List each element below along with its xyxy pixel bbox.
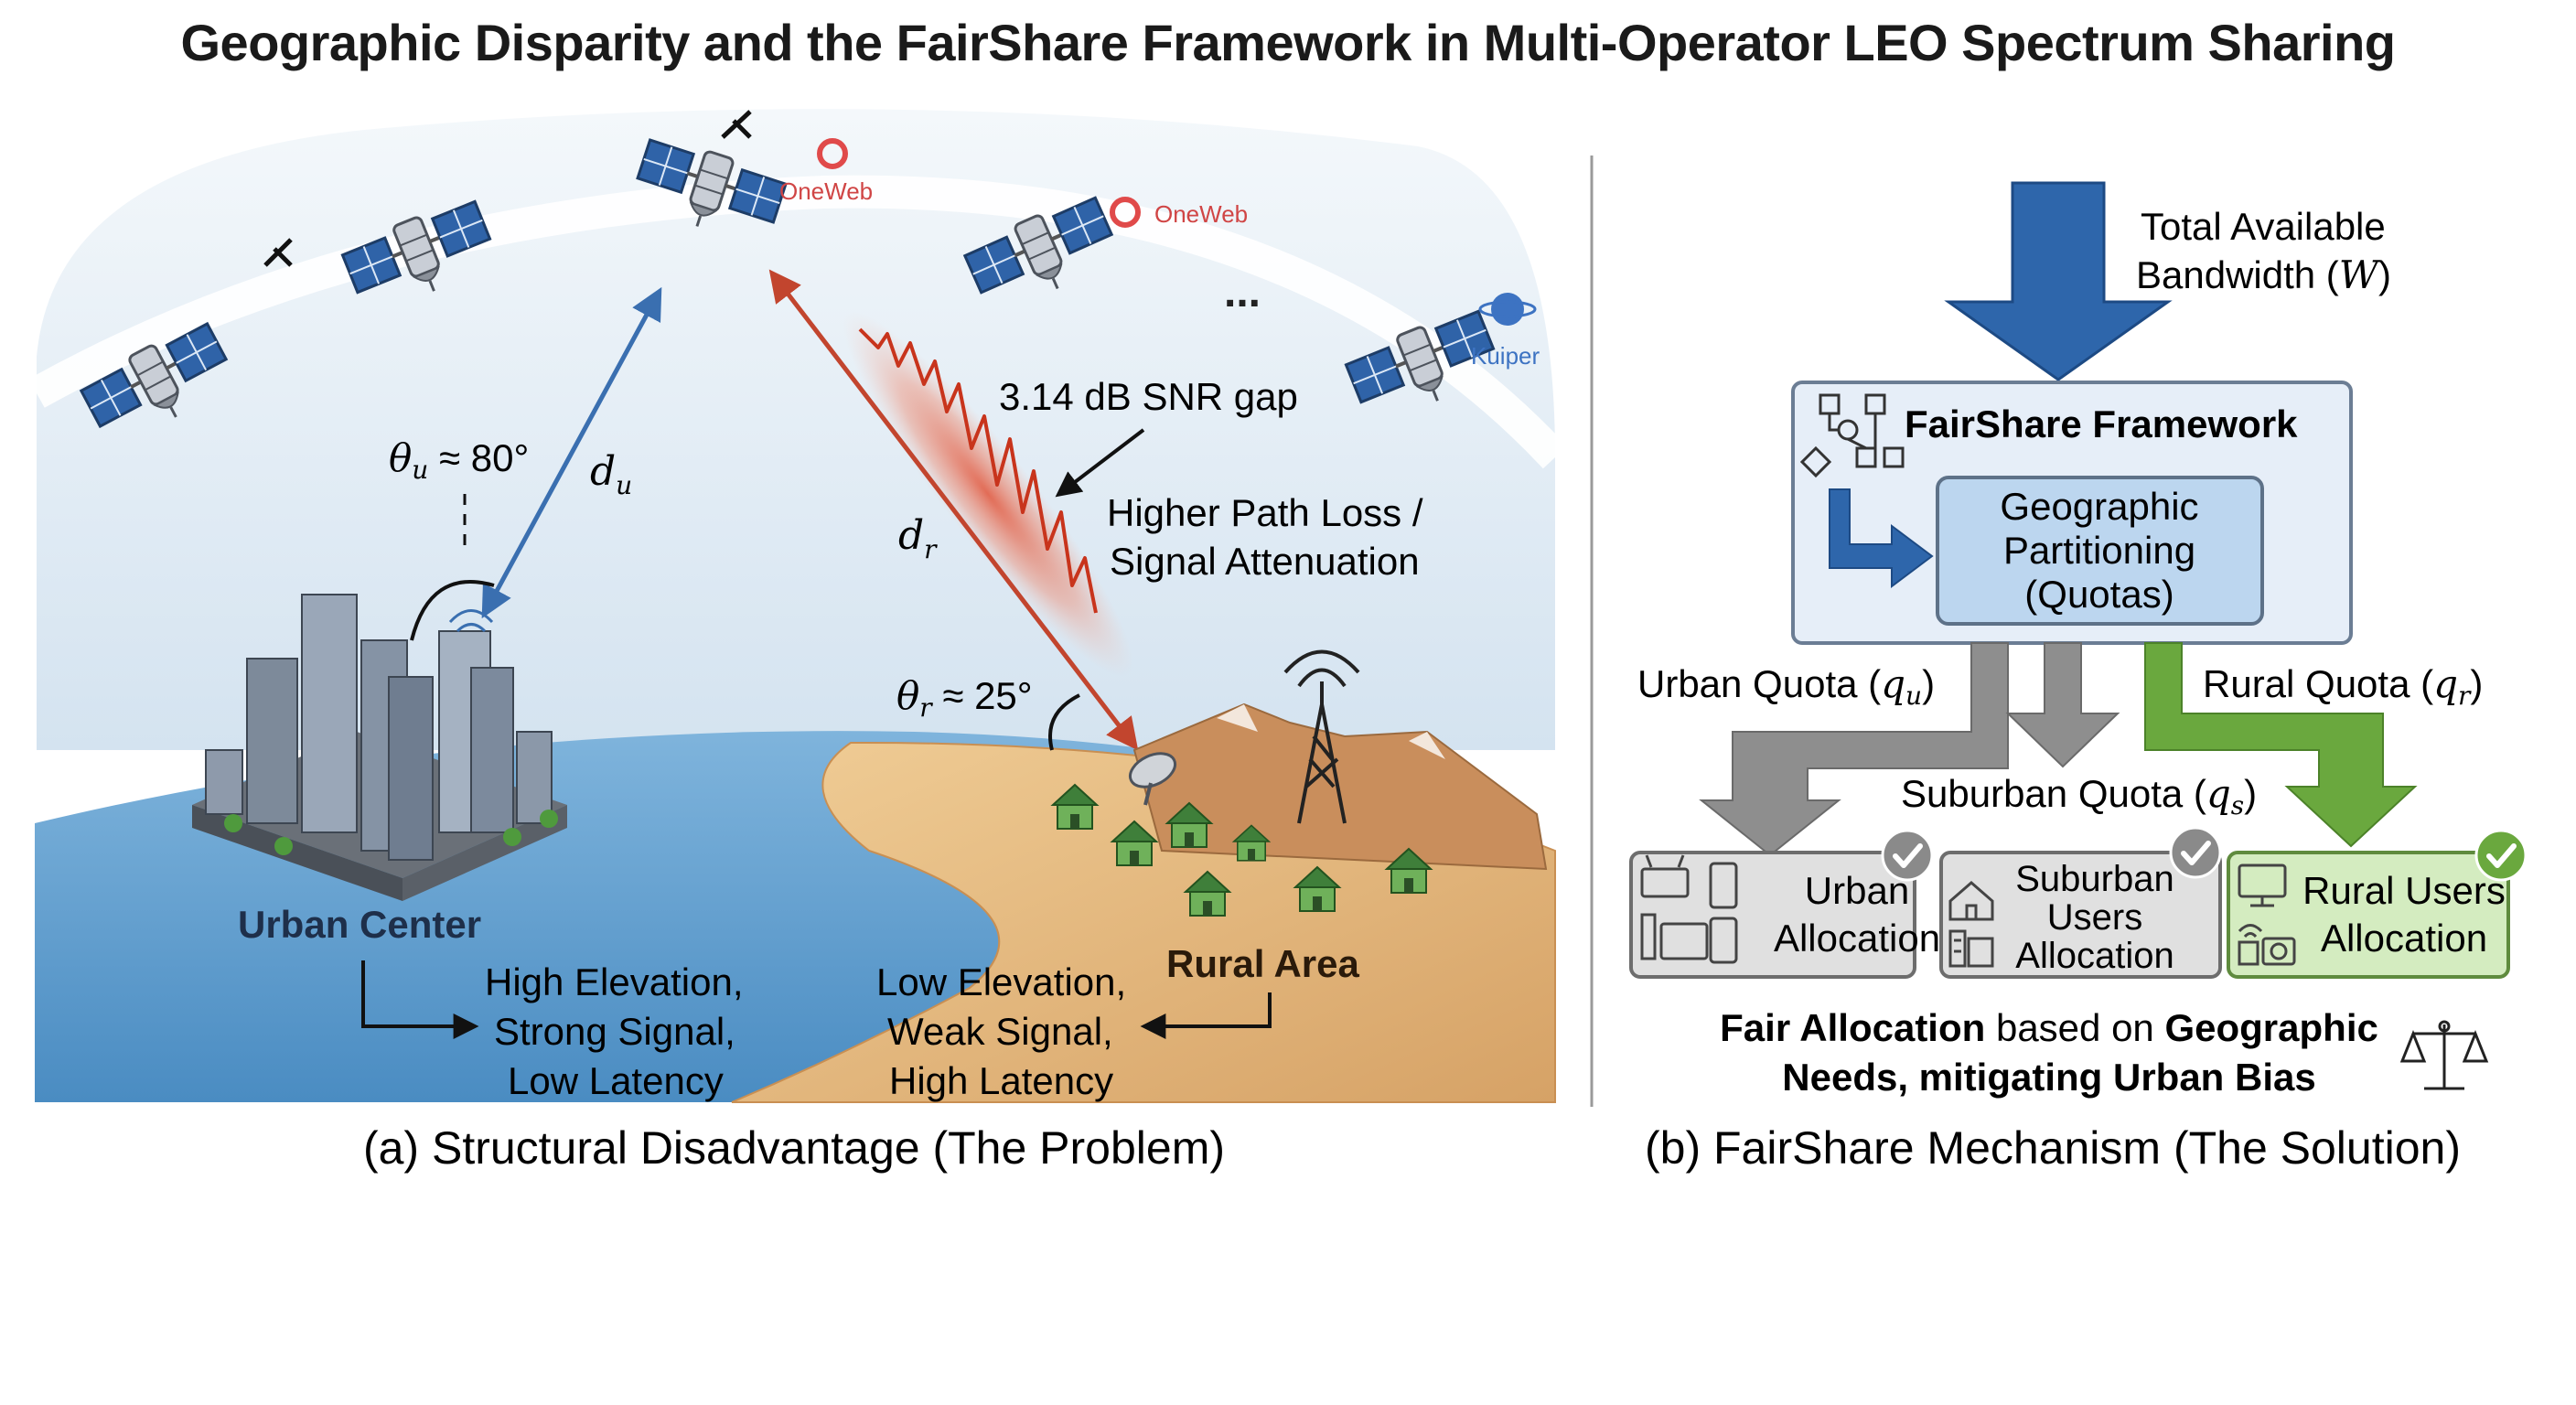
urban-trait-3: Low Latency xyxy=(508,1059,724,1102)
rural-traits-pointer xyxy=(1140,992,1272,1039)
suburban-buildings-icon xyxy=(1948,881,1994,968)
orbit-arc xyxy=(28,175,1568,469)
partition-line-3: (Quotas) xyxy=(2024,573,2174,616)
suburban-quota-arrow xyxy=(2005,642,2120,768)
urban-trait-1: High Elevation, xyxy=(485,960,744,1003)
urban-allocation-line-2: Allocation xyxy=(1774,917,1940,960)
urban-distance-label: du xyxy=(590,448,632,500)
oneweb-label: OneWeb xyxy=(779,177,873,205)
satellite-dish-icon xyxy=(1128,752,1177,806)
urban-traits-pointer xyxy=(361,960,479,1039)
mountain-icon xyxy=(1132,702,1548,871)
check-icon xyxy=(2474,829,2528,882)
panel-b-caption: (b) FairShare Mechanism (The Solution) xyxy=(1645,1122,2461,1174)
starlink-logo-icon xyxy=(263,110,752,267)
suburban-allocation-line-3: Allocation xyxy=(2015,936,2174,976)
rural-trait-3: High Latency xyxy=(889,1059,1113,1102)
urban-quota-arrow xyxy=(1699,642,2009,857)
framework-to-partition-arrow xyxy=(1829,488,1934,588)
snr-gap-pointer xyxy=(1055,428,1145,498)
snr-gap-label: 3.14 dB SNR gap xyxy=(999,375,1298,418)
suburban-allocation-box xyxy=(1939,851,2222,979)
path-loss-label-2: Signal Attenuation xyxy=(1110,540,1420,583)
rural-allocation-line-2: Allocation xyxy=(2321,917,2487,960)
rural-link-arrow xyxy=(768,269,1139,751)
bandwidth-arrow xyxy=(1944,181,2173,381)
path-loss-label-1: Higher Path Loss / xyxy=(1107,491,1423,534)
rural-angle-arc xyxy=(1048,693,1080,751)
bandwidth-label-1: Total Available xyxy=(2141,205,2386,248)
balance-scale-icon xyxy=(2399,1020,2489,1090)
rural-devices-icon xyxy=(2238,863,2296,966)
check-icon xyxy=(1883,831,1932,880)
devices-icon xyxy=(1640,854,1738,964)
urban-angle-arc xyxy=(410,580,495,641)
suburban-allocation-line-1: Suburban xyxy=(2015,859,2174,899)
rural-quota-label: Rural Quota (qr) xyxy=(2203,661,2483,711)
urban-center-label: Urban Center xyxy=(238,903,481,946)
urban-quota-label: Urban Quota (qu) xyxy=(1637,661,1935,711)
fairshare-framework-title: FairShare Framework xyxy=(1905,402,2298,445)
urban-angle-label: θu ≈ 80° xyxy=(389,435,529,485)
rural-trait-2: Weak Signal, xyxy=(887,1010,1113,1053)
partition-line-2: Partitioning xyxy=(2003,529,2195,572)
rural-trait-1: Low Elevation, xyxy=(876,960,1126,1003)
fair-allocation-line-1: Fair Allocation based on Geographic xyxy=(1720,1006,2378,1049)
rural-angle-label: θr ≈ 25° xyxy=(896,673,1033,723)
rural-distance-label: dr xyxy=(898,512,938,564)
urban-link-arrow xyxy=(481,286,662,619)
rural-allocation-line-1: Rural Users xyxy=(2302,869,2506,912)
bandwidth-label-2: Bandwidth (W) xyxy=(2136,252,2391,297)
kuiper-label: Kuiper xyxy=(1471,342,1540,370)
fair-allocation-line-2: Needs, mitigating Urban Bias xyxy=(1782,1056,2315,1099)
panel-b: Total Available Bandwidth (W) FairShare … xyxy=(1629,181,2528,1174)
urban-allocation-box xyxy=(1629,851,1916,979)
figure-title: Geographic Disparity and the FairShare F… xyxy=(180,14,2397,71)
suburban-allocation-line-2: Users xyxy=(2047,897,2142,938)
constellation-ellipsis: ... xyxy=(1224,268,1261,316)
oneweb-label: OneWeb xyxy=(1154,200,1248,228)
partition-line-1: Geographic xyxy=(2000,485,2198,528)
city-icon xyxy=(192,594,567,901)
cell-tower-icon xyxy=(1283,649,1360,824)
panel-a-caption: (a) Structural Disadvantage (The Problem… xyxy=(363,1122,1225,1174)
rural-allocation-box xyxy=(2227,851,2510,979)
check-icon xyxy=(2171,828,2220,877)
flowchart-icon xyxy=(1799,393,1905,478)
kuiper-logo-icon xyxy=(1478,293,1537,326)
rural-area-label: Rural Area xyxy=(1166,942,1360,985)
rural-quota-arrow xyxy=(2144,642,2418,848)
urban-trait-2: Strong Signal, xyxy=(494,1010,735,1053)
oneweb-logo-icon xyxy=(817,138,1141,228)
panel-a: OneWeb OneWeb Kuiper ... θu ≈ 80° du θr … xyxy=(28,109,1568,1174)
suburban-quota-label: Suburban Quota (qs) xyxy=(1901,771,2257,820)
geographic-partitioning-box xyxy=(1936,476,2264,626)
